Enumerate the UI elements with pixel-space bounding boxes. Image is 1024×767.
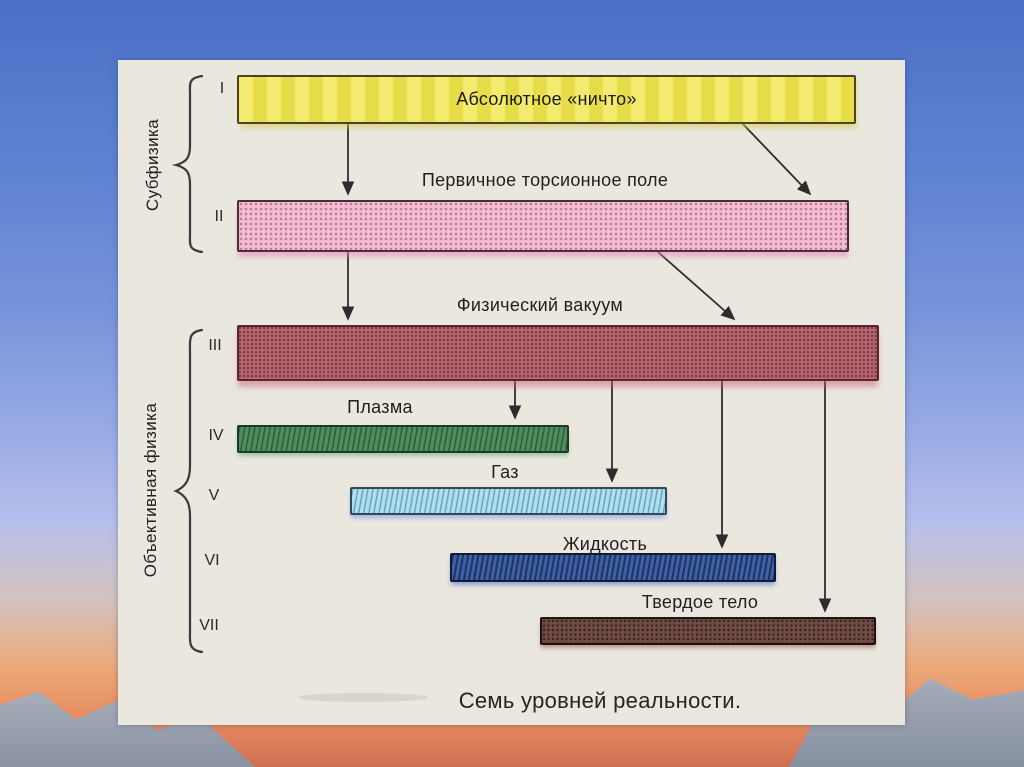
level-bar-plasma xyxy=(237,425,569,453)
level-label-liquid: Жидкость xyxy=(562,534,648,554)
level-bar-physical-vacuum xyxy=(237,325,879,381)
level-bar-gas xyxy=(350,487,667,515)
level-label-absolute-nothing: Абсолютное «ничто» xyxy=(456,89,637,109)
level-label-physical-vacuum: Физический вакуум xyxy=(456,295,624,315)
level-numeral-7: VII xyxy=(199,617,219,634)
group-label-subphysics: Субфизика xyxy=(143,118,162,212)
level-numeral-2: II xyxy=(214,208,224,225)
level-numeral-6: VI xyxy=(204,552,220,569)
bracket-objective-physics xyxy=(173,328,204,654)
slide-caption: Семь уровней реальности. xyxy=(458,688,742,713)
level-bar-solid xyxy=(540,617,876,645)
group-label-objective-physics: Объективная физика xyxy=(141,402,160,578)
level-bar-torsion-field xyxy=(237,200,849,252)
level-bar-liquid xyxy=(450,553,776,582)
bracket-subphysics xyxy=(171,74,204,254)
arrow-II-to-III-right xyxy=(657,251,736,321)
level-label-solid: Твердое тело xyxy=(641,592,759,612)
level-bar-absolute-nothing: Абсолютное «ничто» xyxy=(237,75,856,124)
diagram-lines xyxy=(171,74,832,654)
arrow-I-to-II-right xyxy=(740,121,812,196)
level-label-plasma: Плазма xyxy=(347,397,413,417)
level-label-gas: Газ xyxy=(491,462,519,482)
level-numeral-3: III xyxy=(208,337,222,354)
level-numeral-5: V xyxy=(208,487,220,504)
level-numeral-1: I xyxy=(219,80,225,97)
scanned-diagram-paper: Субфизика Объективная физика I II III IV… xyxy=(118,60,905,725)
level-numeral-4: IV xyxy=(208,427,224,444)
level-label-torsion-field: Первичное торсионное поле xyxy=(421,170,669,190)
pencil-smudge xyxy=(298,693,428,702)
